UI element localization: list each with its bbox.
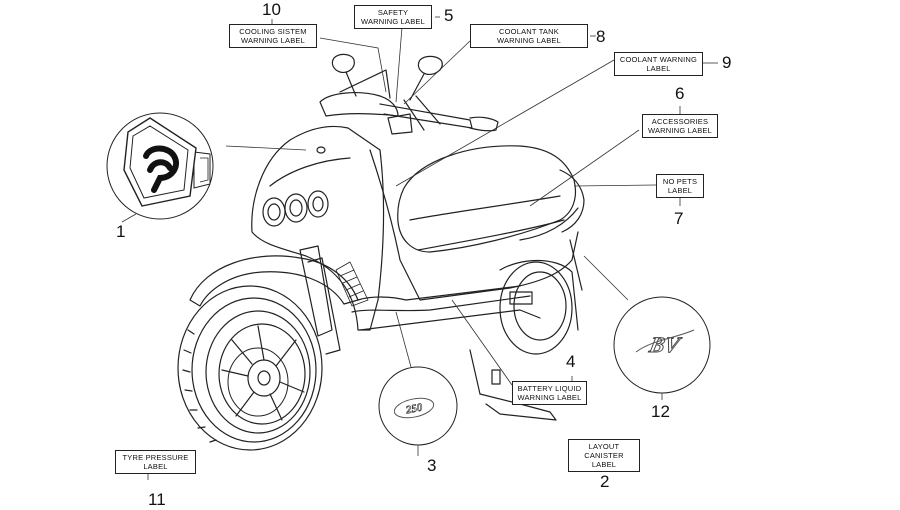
label-box-4: BATTERY LIQUID WARNING LABEL: [512, 381, 587, 405]
label-box-7: NO PETS LABEL: [656, 174, 704, 198]
callout-number-10: 10: [262, 0, 281, 19]
callout-number-12: 12: [651, 402, 670, 421]
headlight-left: [262, 197, 286, 227]
label-box-9: COOLANT WARNING LABEL: [614, 52, 703, 76]
label-box-11: TYRE PRESSURE LABEL: [115, 450, 196, 474]
seat: [397, 145, 577, 253]
mirror-left: [331, 53, 355, 73]
callout-number-4: 4: [566, 352, 576, 371]
handlebar-cover: [319, 92, 399, 117]
label-box-2: LAYOUT CANISTER LABEL: [568, 439, 640, 472]
label-box-6: ACCESSORIES WARNING LABEL: [642, 114, 718, 138]
label-box-8: COOLANT TANK WARNING LABEL: [470, 24, 588, 48]
badge-250-mark: 250: [393, 397, 435, 419]
badge-bv-callout: BV: [613, 296, 711, 394]
mirror-right: [417, 55, 443, 75]
badge-250-text: 250: [404, 401, 424, 416]
callout-number-2: 2: [600, 472, 610, 491]
handlebar: [379, 103, 473, 129]
callout-number-7: 7: [674, 209, 684, 228]
front-wheel: [177, 285, 323, 451]
callout-number-8: 8: [596, 27, 606, 46]
leader-lines: [225, 26, 657, 386]
callout-number-3: 3: [427, 456, 437, 475]
emblem-callout-1: [106, 112, 214, 220]
label-box-10: COOLING SISTEM WARNING LABEL: [229, 24, 317, 48]
callout-number-11: 11: [148, 490, 166, 509]
headlight-center: [284, 193, 308, 223]
front-shield: [251, 125, 385, 331]
rear-body: [559, 169, 585, 233]
radiator-grille: [335, 261, 369, 307]
front-fender: [189, 255, 359, 307]
callout-number-9: 9: [722, 53, 732, 72]
callout-number-5: 5: [444, 6, 454, 25]
battery: [509, 291, 533, 305]
callout-number-1: 1: [116, 222, 126, 241]
badge-250-callout: 250: [378, 366, 458, 446]
callout-number-6: 6: [675, 84, 685, 103]
rear-wheel: [499, 261, 573, 355]
headlight-right: [307, 190, 329, 218]
front-fork: [299, 245, 333, 337]
label-box-5: SAFETY WARNING LABEL: [354, 5, 432, 29]
